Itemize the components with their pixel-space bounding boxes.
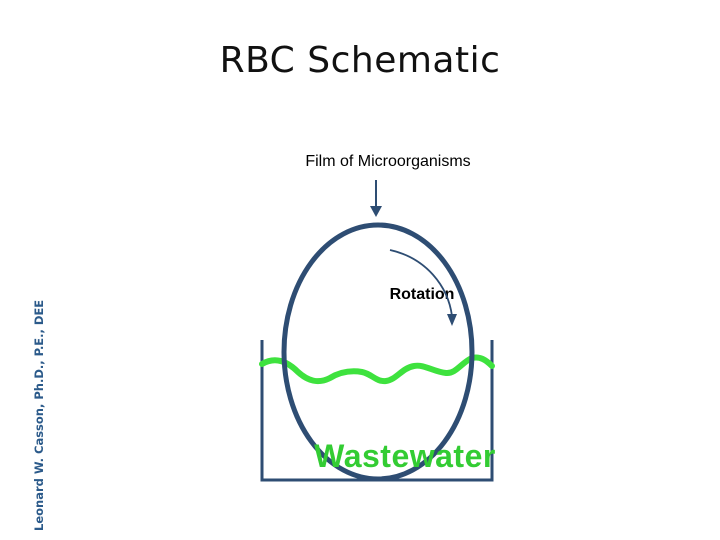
water-surface-line [259,354,495,385]
arrow-down-icon [370,180,382,217]
film-label: Film of Microorganisms [305,153,470,170]
rotation-label: Rotation [390,286,455,303]
wastewater-label: Wastewater [314,438,496,474]
curved-arrow-icon [389,249,457,326]
rotating-disc [281,222,475,482]
slide-title: RBC Schematic [219,40,501,81]
